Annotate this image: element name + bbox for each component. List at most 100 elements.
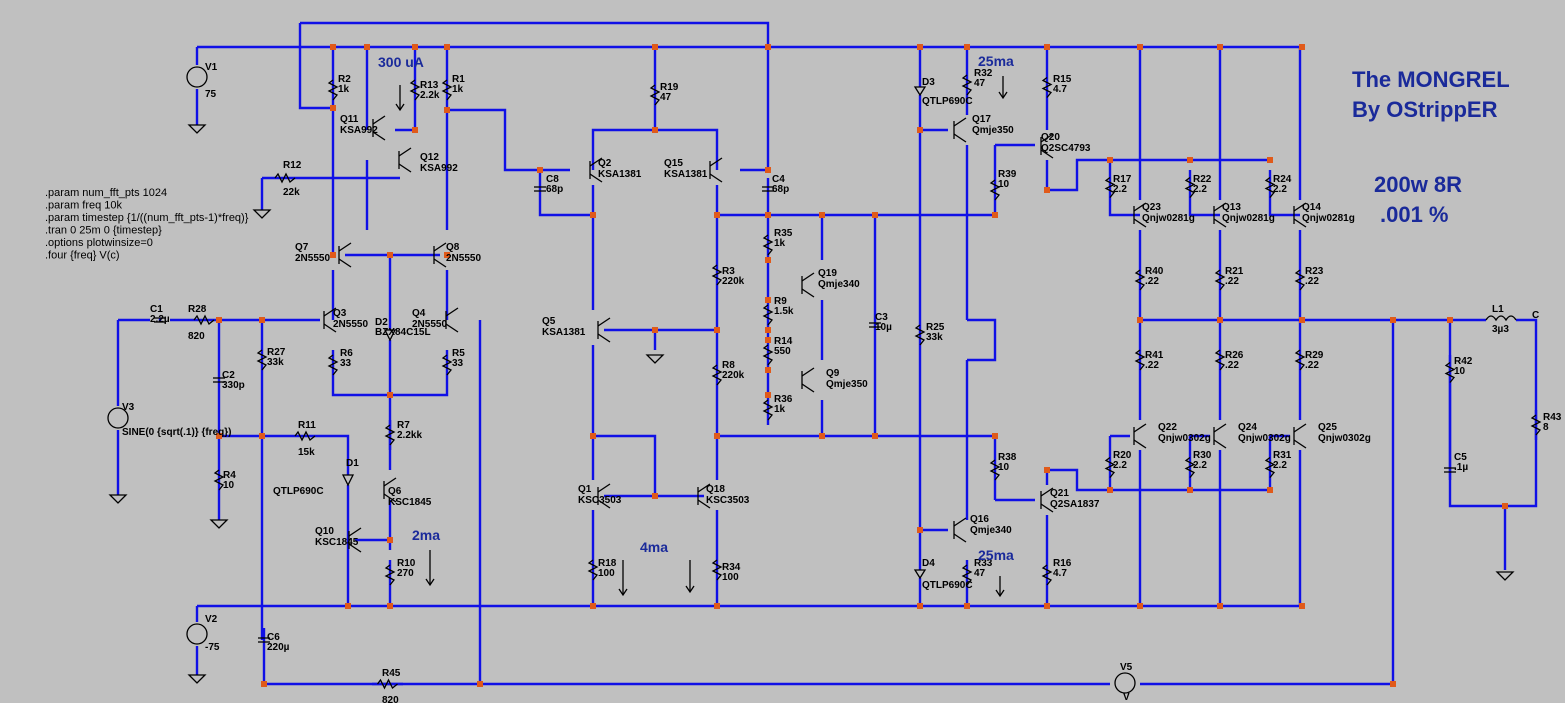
label-r40: R40: [1145, 266, 1164, 277]
label-v5: V5: [1120, 662, 1133, 673]
ground-icon: [108, 494, 128, 504]
label-d1: D1: [346, 458, 359, 469]
value-r21: .22: [1225, 276, 1239, 287]
value-v3: SINE(0 {sqrt(.1)} {freq}): [122, 427, 231, 438]
led-d3-symbol: [913, 86, 927, 97]
value-d2: BZX84C15L: [375, 327, 431, 338]
value-c8: 68p: [546, 184, 563, 195]
resistor-r33-symbol: [961, 564, 973, 586]
label-q3: Q3: [333, 308, 347, 319]
value-c1: 2.2µ: [150, 314, 170, 325]
label-r17: R17: [1113, 174, 1132, 185]
led-d1-symbol: [341, 474, 355, 487]
output-node-c: C: [1532, 310, 1539, 321]
label-q14: Q14: [1302, 202, 1321, 213]
resistor-r31-symbol: [1264, 456, 1276, 478]
resistor-r29-symbol: [1294, 349, 1306, 371]
ground-icon: [187, 674, 207, 684]
label-r13: R13: [420, 80, 439, 91]
components: [107, 66, 1542, 694]
value-q4: 2N5550: [412, 319, 447, 330]
label-q9: Q9: [826, 368, 840, 379]
resistor-r38-symbol: [989, 459, 1001, 481]
resistor-r8-symbol: [711, 364, 723, 386]
label-r29: R29: [1305, 350, 1324, 361]
resistor-r12-symbol: [274, 172, 296, 184]
schematic-title: The MONGREL: [1352, 67, 1510, 92]
value-r17: 2.2: [1113, 184, 1127, 195]
label-q23: Q23: [1142, 202, 1161, 213]
value-q10: KSC1845: [315, 537, 359, 548]
label-r43: R43: [1543, 412, 1562, 423]
label-r38: R38: [998, 452, 1017, 463]
label-q18: Q18: [706, 484, 725, 495]
value-q13: Qnjw0281g: [1222, 213, 1275, 224]
label-q17: Q17: [972, 114, 991, 125]
current-note-4ma: 4ma: [640, 539, 668, 555]
value-c4: 68p: [772, 184, 789, 195]
spice-directive: .four {freq} V(c): [45, 250, 120, 262]
label-q22: Q22: [1158, 422, 1177, 433]
label-r32: R32: [974, 68, 993, 79]
resistor-r1-symbol: [441, 79, 453, 101]
resistor-r11-symbol: [294, 430, 316, 442]
label-r16: R16: [1053, 558, 1072, 569]
value-v2: -75: [205, 642, 220, 653]
label-q2: Q2: [598, 158, 612, 169]
value-r3: 220k: [722, 276, 745, 287]
resistor-r26-symbol: [1214, 349, 1226, 371]
value-r32: 47: [974, 78, 986, 89]
label-r34: R34: [722, 562, 741, 573]
label-q12: Q12: [420, 152, 439, 163]
value-r35: 1k: [774, 238, 786, 249]
resistor-r13-symbol: [409, 79, 421, 101]
value-r2: 1k: [338, 84, 350, 95]
value-r16: 4.7: [1053, 568, 1067, 579]
value-c2: 330p: [222, 380, 245, 391]
value-r36: 1k: [774, 404, 786, 415]
value-r27: 33k: [267, 357, 284, 368]
value-r6: 33: [340, 358, 352, 369]
ground-icon: [252, 209, 272, 219]
label-q1: Q1: [578, 484, 592, 495]
current-note-2ma: 2ma: [412, 527, 440, 543]
value-q18: KSC3503: [706, 495, 750, 506]
resistor-r43-symbol: [1530, 414, 1542, 436]
resistor-r4-symbol: [213, 469, 225, 491]
value-r9: 1.5k: [774, 306, 794, 317]
ground-icon: [209, 519, 229, 529]
value-r34: 100: [722, 572, 739, 583]
label-r21: R21: [1225, 266, 1244, 277]
value-r38: 10: [998, 462, 1010, 473]
label-r26: R26: [1225, 350, 1244, 361]
label-q20: Q20: [1041, 132, 1060, 143]
resistor-r25-symbol: [914, 324, 926, 346]
value-q12: KSA992: [420, 163, 458, 174]
value-r22: 2.2: [1193, 184, 1207, 195]
label-r11: R11: [298, 420, 316, 431]
source-v1-symbol: [186, 66, 208, 88]
resistor-r30-symbol: [1184, 456, 1196, 478]
spice-directive: .options plotwinsize=0: [45, 237, 153, 249]
label-q5: Q5: [542, 316, 556, 327]
value-r39: 10: [998, 179, 1010, 190]
value-q19: Qmje340: [818, 279, 860, 290]
resistor-r20-symbol: [1104, 456, 1116, 478]
value-r14: 550: [774, 346, 791, 357]
label-q8: Q8: [446, 242, 460, 253]
resistor-r2-symbol: [327, 79, 339, 101]
value-q17: Qmje350: [972, 125, 1014, 136]
current-note-300ua: 300 uA: [378, 54, 424, 70]
label-q4: Q4: [412, 308, 426, 319]
resistor-r24-symbol: [1264, 176, 1276, 198]
value-q6: KSC1845: [388, 497, 432, 508]
label-l1: L1: [1492, 304, 1504, 315]
value-r12: 22k: [283, 187, 300, 198]
value-q5: KSA1381: [542, 327, 586, 338]
value-r7: 2.2kk: [397, 430, 422, 441]
ground-icon: [1495, 571, 1515, 581]
label-c2: C2: [222, 370, 235, 381]
value-r15: 4.7: [1053, 84, 1067, 95]
spice-directive: .param freq 10k: [45, 200, 123, 212]
resistor-r32-symbol: [961, 74, 973, 96]
